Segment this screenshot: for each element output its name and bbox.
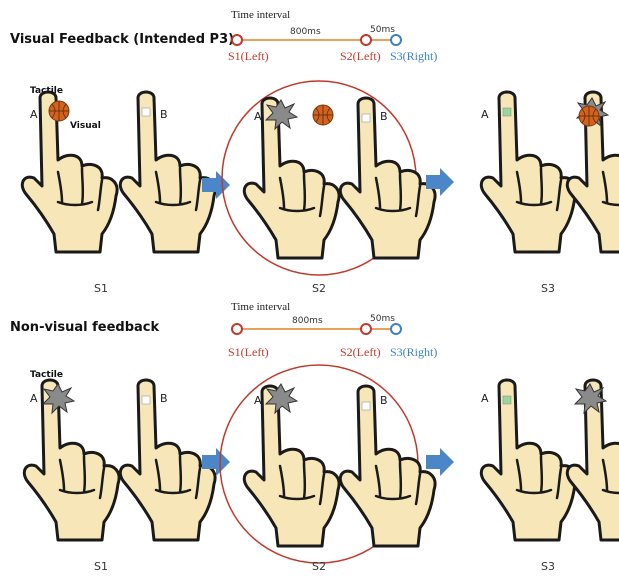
top-s3-label: S3(Right) bbox=[390, 49, 437, 63]
s3-marker bbox=[390, 323, 402, 335]
bottom-interval-1: 800ms bbox=[292, 316, 323, 326]
top-stage-s3: A S3 bbox=[479, 90, 619, 295]
hand-b-icon bbox=[118, 378, 217, 542]
finger-a-label: A bbox=[481, 392, 489, 405]
finger-a-label: A bbox=[30, 392, 38, 405]
bottom-timeline: Time interval 800ms 50ms S1(Left) S2(Lef… bbox=[228, 301, 437, 359]
bottom-s1-label: S1(Left) bbox=[228, 345, 269, 359]
bottom-stage-s2: A B S2 bbox=[219, 364, 437, 573]
bottom-title: Non-visual feedback bbox=[10, 320, 160, 335]
hand-b-icon bbox=[118, 90, 217, 254]
hand-b-icon bbox=[338, 96, 437, 260]
s2-marker bbox=[360, 323, 372, 335]
stage-s2-label: S2 bbox=[312, 560, 326, 573]
s2-marker bbox=[360, 34, 372, 46]
finger-a-label: A bbox=[30, 108, 38, 121]
s1-marker bbox=[231, 323, 243, 335]
tactile-label: Tactile bbox=[30, 370, 63, 380]
top-s2-label: S2(Left) bbox=[340, 49, 381, 63]
stage-s1-label: S1 bbox=[94, 282, 108, 295]
finger-a-label: A bbox=[254, 110, 262, 123]
finger-a-label: A bbox=[481, 108, 489, 121]
finger-b-label: B bbox=[160, 108, 168, 121]
top-interval-2: 50ms bbox=[370, 25, 395, 35]
tactile-label: Tactile bbox=[30, 86, 63, 96]
hand-a-icon bbox=[479, 90, 578, 254]
stage-s3-label: S3 bbox=[541, 282, 555, 295]
bottom-s2-label: S2(Left) bbox=[340, 345, 381, 359]
finger-b-label: B bbox=[380, 110, 388, 123]
stage-s3-label: S3 bbox=[541, 560, 555, 573]
top-title: Visual Feedback (Intended P3) bbox=[10, 32, 234, 47]
basketball-icon bbox=[578, 105, 600, 127]
top-timeline: Time interval 800ms 50ms S1(Left) S2(Lef… bbox=[228, 9, 437, 63]
top-stage-s2: A B S2 bbox=[221, 80, 437, 295]
stage-s2-label: S2 bbox=[312, 282, 326, 295]
finger-b-label: B bbox=[160, 392, 168, 405]
stage-s1-label: S1 bbox=[94, 560, 108, 573]
s3-marker bbox=[390, 34, 402, 46]
hand-a-icon bbox=[242, 384, 341, 548]
s1-marker bbox=[231, 34, 243, 46]
bottom-stage-s3: A S3 bbox=[479, 378, 619, 573]
top-interval-1: 800ms bbox=[290, 27, 321, 37]
hand-b-icon bbox=[338, 384, 437, 548]
visual-label: Visual bbox=[70, 121, 101, 131]
bottom-interval-2: 50ms bbox=[370, 314, 395, 324]
top-timeline-label: Time interval bbox=[231, 9, 290, 21]
bottom-timeline-label: Time interval bbox=[231, 301, 290, 313]
arrow-right-icon bbox=[426, 448, 454, 476]
finger-b-label: B bbox=[380, 394, 388, 407]
hand-a-icon bbox=[22, 378, 121, 542]
hand-a-icon bbox=[479, 378, 578, 542]
basketball-icon bbox=[48, 100, 70, 122]
top-s1-label: S1(Left) bbox=[228, 49, 269, 63]
basketball-icon bbox=[312, 104, 334, 126]
bottom-stage-s1: Tactile A B S1 bbox=[22, 370, 217, 573]
top-stage-s1: Tactile Visual A B S1 bbox=[20, 86, 217, 295]
finger-a-label: A bbox=[254, 394, 262, 407]
bottom-s3-label: S3(Right) bbox=[390, 345, 437, 359]
